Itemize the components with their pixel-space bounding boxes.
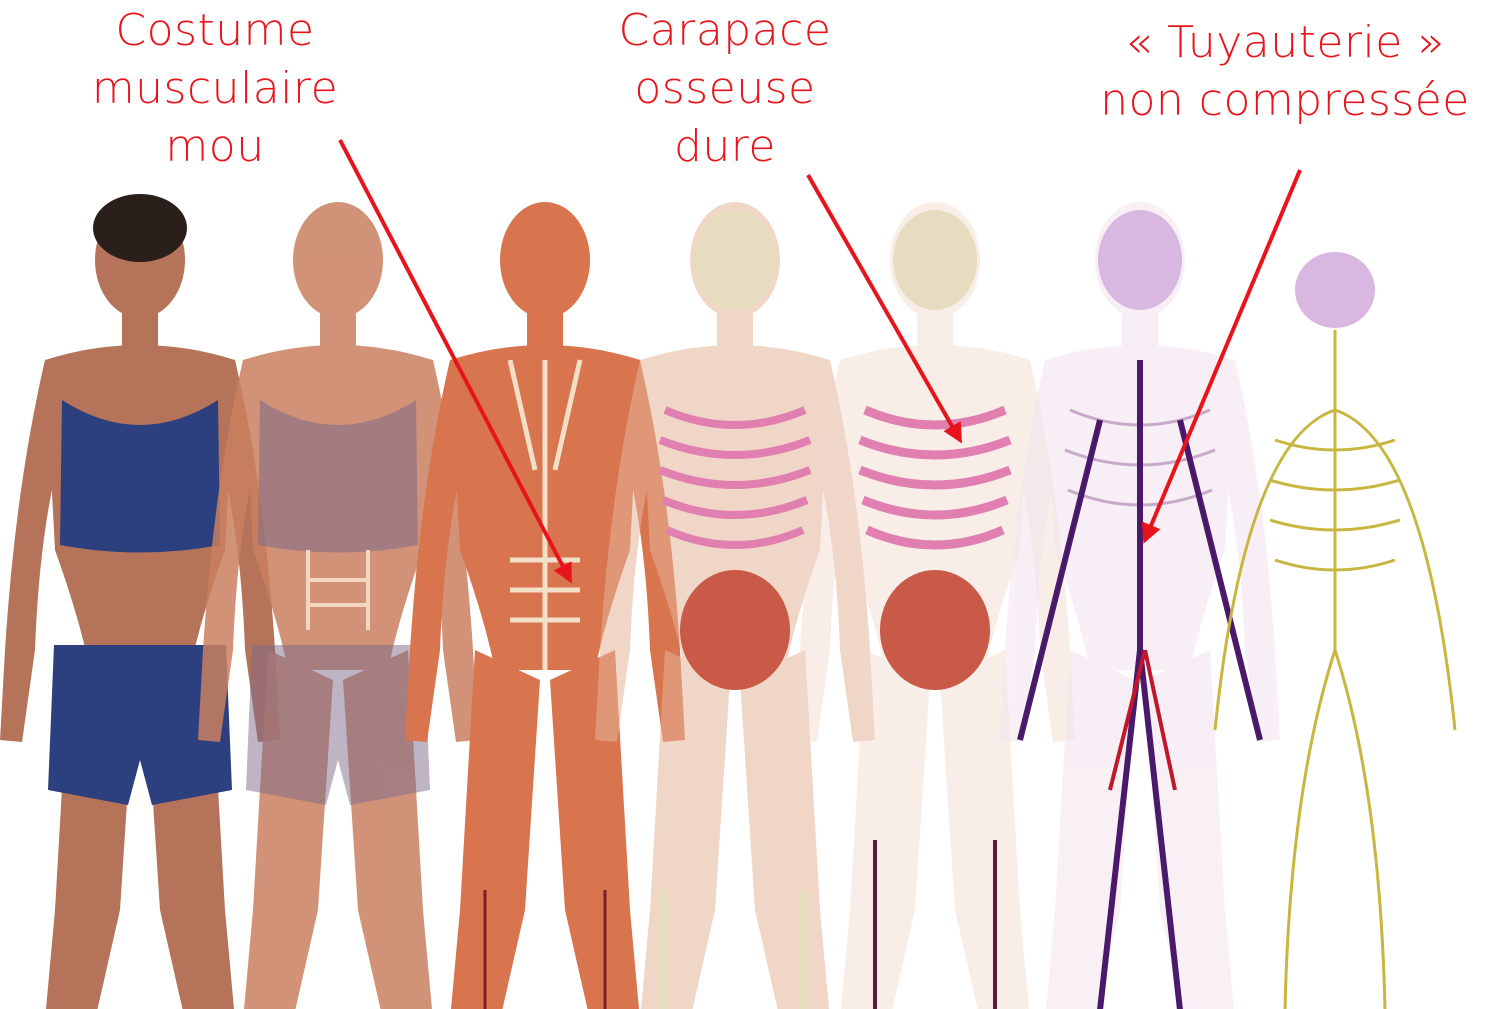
skeleton-organs-figure xyxy=(595,202,875,1009)
clothed-figure xyxy=(0,194,280,1009)
